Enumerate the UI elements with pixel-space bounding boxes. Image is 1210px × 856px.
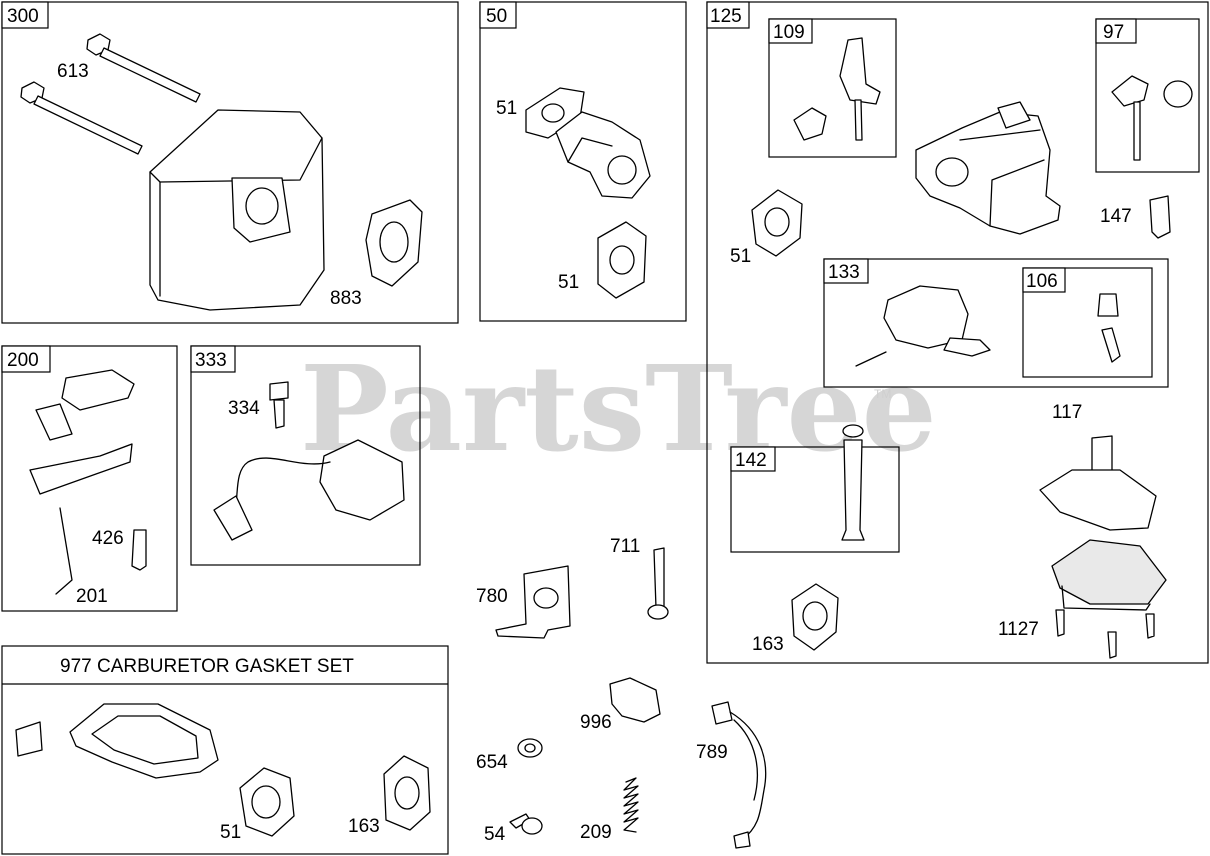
label-426: 426 — [92, 528, 124, 549]
part-1127-screws[interactable] — [1055, 609, 1155, 659]
part-654-nut[interactable] — [517, 738, 543, 758]
group-106-frame — [1022, 267, 1153, 378]
group-106-number: 106 — [1026, 271, 1058, 292]
part-163-gasket-carb[interactable] — [791, 583, 839, 651]
label-117: 117 — [1052, 402, 1082, 423]
part-117-bowl-stack[interactable] — [1039, 435, 1167, 611]
label-789: 789 — [696, 742, 728, 763]
group-333-frame — [190, 345, 421, 566]
label-201: 201 — [76, 586, 108, 607]
part-51-gasket-lower[interactable] — [597, 221, 647, 299]
part-51-gasket-carb[interactable] — [751, 189, 803, 257]
part-426-screw[interactable] — [131, 529, 147, 571]
part-133-float[interactable] — [855, 285, 991, 367]
label-51-lower: 51 — [558, 272, 579, 293]
group-109-frame — [768, 18, 897, 158]
group-109-tag — [768, 18, 813, 44]
group-977-title: 977 CARBURETOR GASKET SET — [60, 656, 354, 677]
group-50: 50 51 51 — [479, 1, 687, 322]
part-cover[interactable] — [149, 109, 325, 311]
part-109-choke-shaft[interactable] — [793, 37, 881, 141]
label-1127: 1127 — [998, 619, 1039, 640]
group-300-number: 300 — [7, 6, 39, 27]
label-51-upper: 51 — [496, 98, 517, 119]
label-711: 711 — [610, 536, 640, 557]
group-97-number: 97 — [1103, 22, 1124, 43]
group-200-number: 200 — [7, 350, 39, 371]
part-977-gasket-163[interactable] — [383, 755, 431, 831]
group-200: 200 426 201 — [1, 345, 178, 612]
part-711-bolt[interactable] — [647, 547, 669, 620]
part-54-screw[interactable] — [509, 813, 543, 835]
part-977-plug[interactable] — [15, 721, 43, 757]
part-142-main-jet[interactable] — [841, 424, 865, 541]
part-333-armature[interactable] — [213, 439, 405, 541]
part-200-governor-lever[interactable] — [29, 369, 135, 595]
group-977: 977 CARBURETOR GASKET SET 51 163 — [1, 645, 449, 855]
label-654: 654 — [476, 752, 508, 773]
label-163-set: 163 — [348, 816, 380, 837]
label-51-set: 51 — [220, 822, 241, 843]
label-883: 883 — [330, 288, 362, 309]
watermark: PartsTree — [300, 339, 937, 478]
part-carburetor-body[interactable] — [915, 101, 1061, 235]
label-209: 209 — [580, 822, 612, 843]
group-50-number: 50 — [486, 6, 507, 27]
group-133-tag — [823, 258, 869, 284]
part-780-bracket[interactable] — [495, 565, 571, 639]
group-977-frame — [1, 645, 449, 855]
part-883-gasket[interactable] — [365, 199, 423, 287]
group-97-frame — [1095, 18, 1200, 173]
label-334: 334 — [228, 398, 260, 419]
group-300-frame — [1, 1, 459, 324]
label-54: 54 — [484, 824, 506, 845]
group-333-number: 333 — [195, 350, 227, 371]
part-977-bowl-gasket[interactable] — [69, 703, 219, 779]
label-163-carb: 163 — [752, 634, 784, 655]
part-intake-elbow[interactable] — [555, 111, 651, 199]
group-142-tag — [730, 446, 776, 472]
watermark-tm: TM — [874, 387, 891, 401]
group-300-tag — [1, 1, 49, 29]
group-50-frame — [479, 1, 687, 322]
group-133-number: 133 — [828, 262, 860, 283]
group-125-frame — [706, 1, 1209, 664]
part-996-shield[interactable] — [609, 677, 661, 723]
part-789-harness[interactable] — [711, 701, 767, 849]
group-125: 125 109 97 147 — [706, 1, 1209, 664]
group-125-number: 125 — [710, 6, 742, 27]
group-200-frame — [1, 345, 178, 612]
group-200-tag — [1, 345, 51, 373]
group-109-number: 109 — [773, 22, 805, 43]
label-996: 996 — [580, 712, 612, 733]
part-209-spring[interactable] — [623, 777, 639, 833]
label-780: 780 — [476, 586, 508, 607]
part-613-bolts[interactable] — [20, 33, 201, 155]
group-97-tag — [1095, 18, 1137, 44]
group-106-tag — [1022, 267, 1066, 293]
group-333-tag — [190, 345, 236, 373]
part-106-needle-seat[interactable] — [1097, 293, 1121, 363]
part-97-throttle-shaft[interactable] — [1111, 75, 1193, 161]
part-977-gasket-51[interactable] — [239, 767, 295, 837]
group-50-tag — [479, 1, 517, 29]
group-142-number: 142 — [735, 450, 767, 471]
part-334-screw[interactable] — [269, 381, 289, 429]
group-125-tag — [706, 1, 750, 29]
group-142-frame — [730, 446, 900, 553]
group-333: 333 334 — [190, 345, 421, 566]
group-133-frame — [823, 258, 1169, 388]
part-147-screw[interactable] — [1149, 195, 1171, 239]
label-51-carb: 51 — [730, 246, 751, 267]
label-613: 613 — [57, 61, 89, 82]
group-300: 300 613 883 — [1, 1, 459, 324]
label-147: 147 — [1100, 206, 1132, 227]
